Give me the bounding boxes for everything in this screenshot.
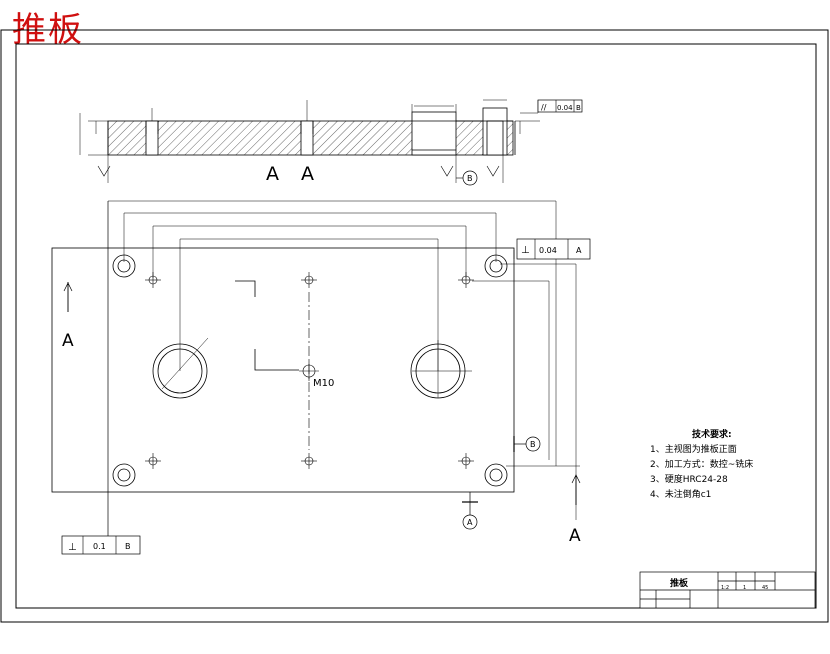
title-block-sheet: 45 (762, 585, 768, 591)
section-marker-right: A (569, 526, 581, 546)
datum-b-label: B (530, 440, 536, 449)
section-datum-b-label: B (467, 174, 473, 183)
inner-frame (15, 43, 817, 609)
title-block-name: 推板 (670, 577, 689, 589)
note-item: 1、主视图为推板正面 (650, 445, 737, 455)
title-block-qty: 1 (743, 585, 746, 591)
technical-notes: 技术要求: 1、主视图为推板正面 2、加工方式：数控~铣床 3、硬度HRC24-… (650, 428, 753, 503)
fcf-bottom-tolerance: 0.1 (93, 542, 106, 551)
fcf-bottom-datum: B (125, 542, 131, 551)
datum-a-label: A (467, 518, 473, 527)
plan-view (51, 200, 591, 555)
notes-title: 技术要求: (692, 430, 732, 440)
outer-frame (0, 29, 829, 623)
title-block-scale: 1:2 (721, 585, 729, 591)
fcf-top-tolerance: 0.04 (539, 246, 557, 255)
note-item: 3、硬度HRC24-28 (650, 475, 728, 485)
thread-label: M10 (313, 378, 334, 389)
section-fcf-datum: B (576, 104, 581, 112)
fcf-top-symbol: ⊥ (521, 245, 530, 256)
section-view (79, 99, 583, 186)
section-marker-left: A (62, 331, 74, 351)
section-view-label: A A (266, 163, 322, 185)
fcf-top-datum: A (576, 246, 582, 255)
note-item: 2、加工方式：数控~铣床 (650, 460, 754, 470)
title-block (639, 571, 816, 609)
note-item: 4、未注倒角c1 (650, 490, 712, 500)
section-fcf-tolerance: 0.04 (557, 104, 573, 112)
fcf-bottom-symbol: ⊥ (68, 542, 77, 553)
section-fcf-symbol: // (541, 103, 547, 112)
